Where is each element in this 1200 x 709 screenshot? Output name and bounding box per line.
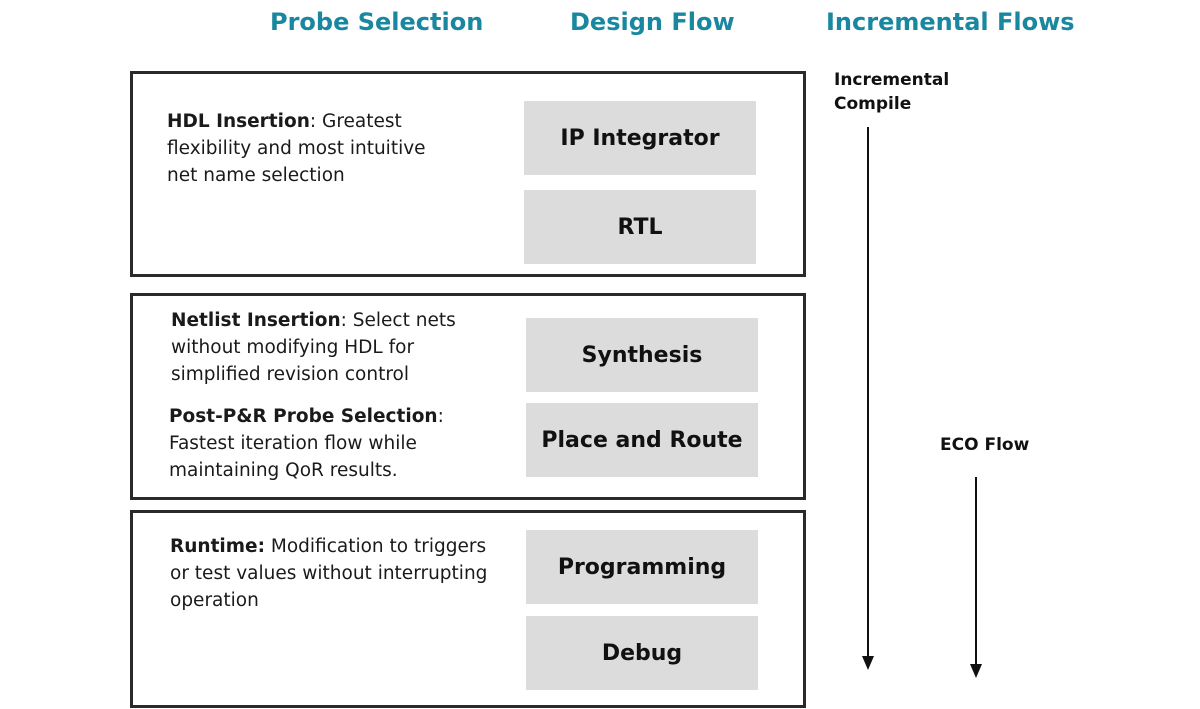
post-pr-title: Post-P&R Probe Selection [169,406,438,427]
runtime-text: Modification to triggers or test values … [170,536,488,611]
incremental-flows-header: Incremental Flows [826,8,1075,36]
incremental-compile-line2: Compile [834,94,912,114]
eco-flow-arrow [970,477,982,678]
hdl-insertion-text: : Greatest flexibility and most intuitiv… [167,111,426,186]
eco-flow-label: ECO Flow [940,435,1030,455]
ip-integrator-stage: IP Integrator [524,101,756,175]
post-pr-text: : Fastest iteration flow while maintaini… [169,406,444,481]
incremental-compile-label: Incremental Compile [834,68,949,116]
rtl-stage: RTL [524,190,756,264]
programming-stage: Programming [526,530,758,604]
incremental-compile-line1: Incremental [834,70,950,90]
runtime-title: Runtime: [170,536,265,557]
post-pr-description: Post-P&R Probe Selection: Fastest iterat… [169,403,459,484]
hdl-insertion-section [130,71,806,277]
design-flow-header: Design Flow [570,8,735,36]
netlist-insertion-text: : Select nets without modifying HDL for … [171,310,456,385]
hdl-insertion-title: HDL Insertion [167,111,310,132]
runtime-description: Runtime: Modification to triggers or tes… [170,533,500,614]
debug-stage: Debug [526,616,758,690]
synthesis-stage: Synthesis [526,318,758,392]
incremental-compile-arrow [862,127,874,670]
netlist-insertion-description: Netlist Insertion: Select nets without m… [171,307,461,388]
netlist-insertion-title: Netlist Insertion [171,310,341,331]
netlist-insertion-section [130,293,806,500]
probe-selection-header: Probe Selection [270,8,484,36]
hdl-insertion-description: HDL Insertion: Greatest flexibility and … [167,108,457,189]
place-and-route-stage: Place and Route [526,403,758,477]
runtime-section [130,510,806,708]
